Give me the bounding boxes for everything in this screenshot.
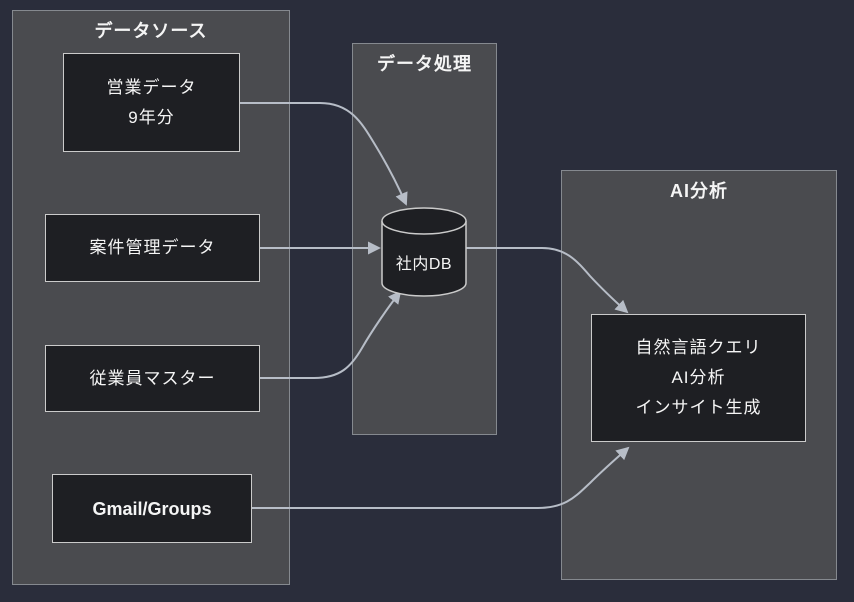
node-ai-analysis-line2: AI分析: [671, 368, 726, 387]
cluster-data-sources-title: データソース: [94, 21, 208, 41]
node-employee-master-label: 従業員マスター: [89, 368, 216, 388]
cluster-data-processing-title: データ処理: [377, 54, 472, 74]
node-internal-db-label: 社内DB: [395, 256, 453, 273]
cluster-ai-analysis-title: AI分析: [670, 181, 728, 201]
node-project-management-data-label: 案件管理データ: [89, 238, 216, 257]
node-gmail-groups: Gmail/Groups: [52, 474, 252, 543]
node-ai-analysis-process: 自然言語クエリ AI分析 インサイト生成: [591, 314, 806, 442]
node-gmail-groups-label: Gmail/Groups: [92, 498, 212, 519]
node-project-management-data: 案件管理データ: [45, 214, 260, 282]
node-internal-db: 社内DB: [382, 248, 466, 276]
cluster-data-processing: データ処理: [352, 43, 497, 435]
node-ai-analysis-line3: インサイト生成: [635, 398, 762, 417]
node-ai-analysis-line1: 自然言語クエリ: [635, 338, 762, 357]
node-sales-data: 営業データ 9年分: [63, 53, 240, 152]
node-sales-data-line1: 営業データ: [106, 77, 197, 97]
node-sales-data-line2: 9年分: [128, 107, 175, 127]
node-employee-master: 従業員マスター: [45, 345, 260, 412]
